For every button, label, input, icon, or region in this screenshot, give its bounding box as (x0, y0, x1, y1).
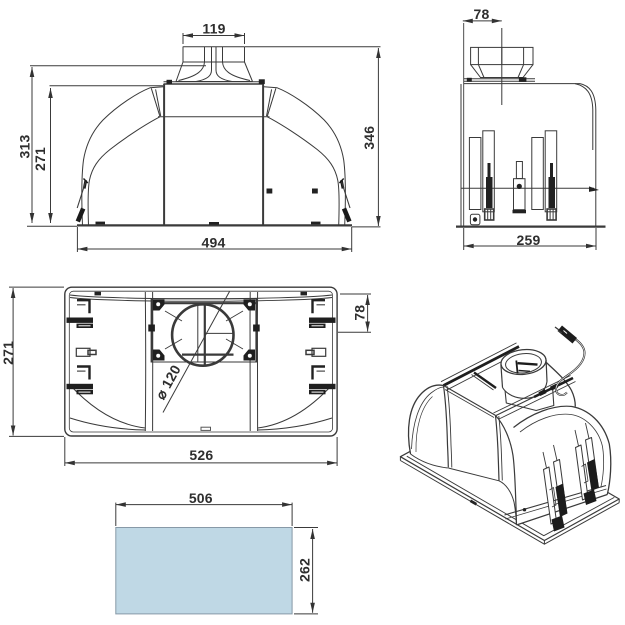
svg-text:119: 119 (202, 21, 225, 37)
svg-text:78: 78 (474, 6, 490, 22)
svg-text:494: 494 (202, 235, 226, 251)
svg-text:271: 271 (0, 341, 16, 365)
svg-text:506: 506 (189, 490, 213, 506)
svg-text:346: 346 (361, 126, 377, 150)
svg-text:313: 313 (16, 135, 32, 159)
svg-text:271: 271 (32, 147, 48, 171)
svg-text:259: 259 (517, 232, 541, 248)
svg-text:262: 262 (297, 558, 313, 582)
svg-text:526: 526 (189, 447, 213, 463)
svg-text:78: 78 (351, 305, 367, 321)
svg-text:⌀ 120: ⌀ 120 (152, 362, 184, 402)
